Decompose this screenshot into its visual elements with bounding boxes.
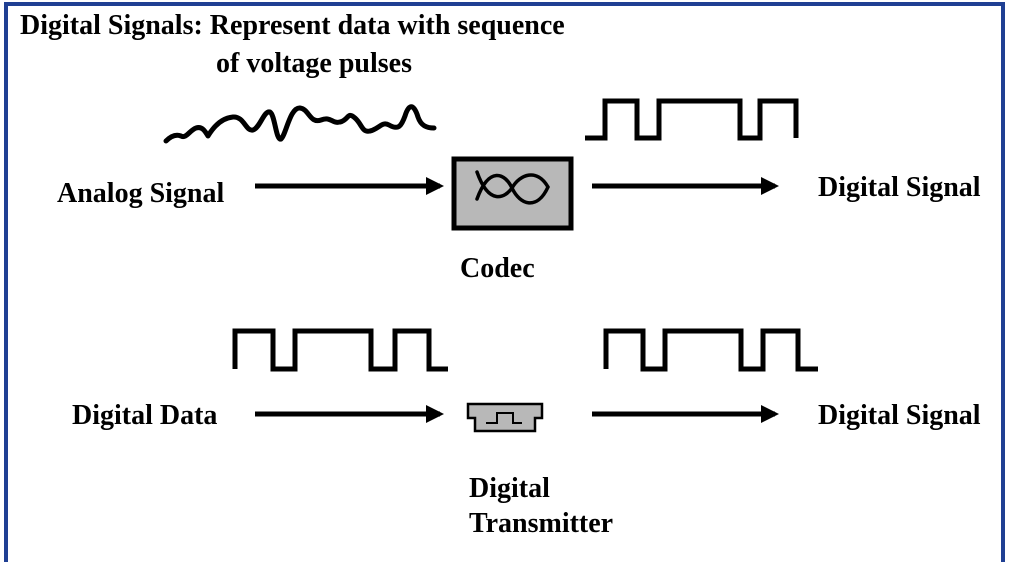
transmitter-pulse-icon <box>486 412 522 424</box>
codec-label: Codec <box>460 253 535 284</box>
analog-waveform-icon <box>163 104 437 144</box>
digital-signal-output-label-top: Digital Signal <box>818 172 981 203</box>
codec-symbol-icon <box>475 170 550 205</box>
digital-transmitter-label-line-2: Transmitter <box>469 508 614 539</box>
heading-line-1: Digital Signals: Represent data with seq… <box>20 10 565 41</box>
square-waveform-icon <box>603 328 818 372</box>
digital-transmitter-icon <box>466 402 544 433</box>
heading-line-2: of voltage pulses <box>216 48 412 79</box>
square-waveform-icon <box>585 98 799 141</box>
digital-data-label: Digital Data <box>72 400 218 431</box>
digital-transmitter-label-line-1: Digital <box>469 473 550 504</box>
square-waveform-icon <box>232 328 448 372</box>
analog-signal-label: Analog Signal <box>57 178 225 209</box>
signal-diagram <box>163 98 818 433</box>
diagram-frame <box>4 2 1005 562</box>
codec-box <box>451 156 574 231</box>
digital-signal-output-label-bottom: Digital Signal <box>818 400 981 431</box>
digital-transmitter-label: Digital Transmitter <box>469 471 649 541</box>
